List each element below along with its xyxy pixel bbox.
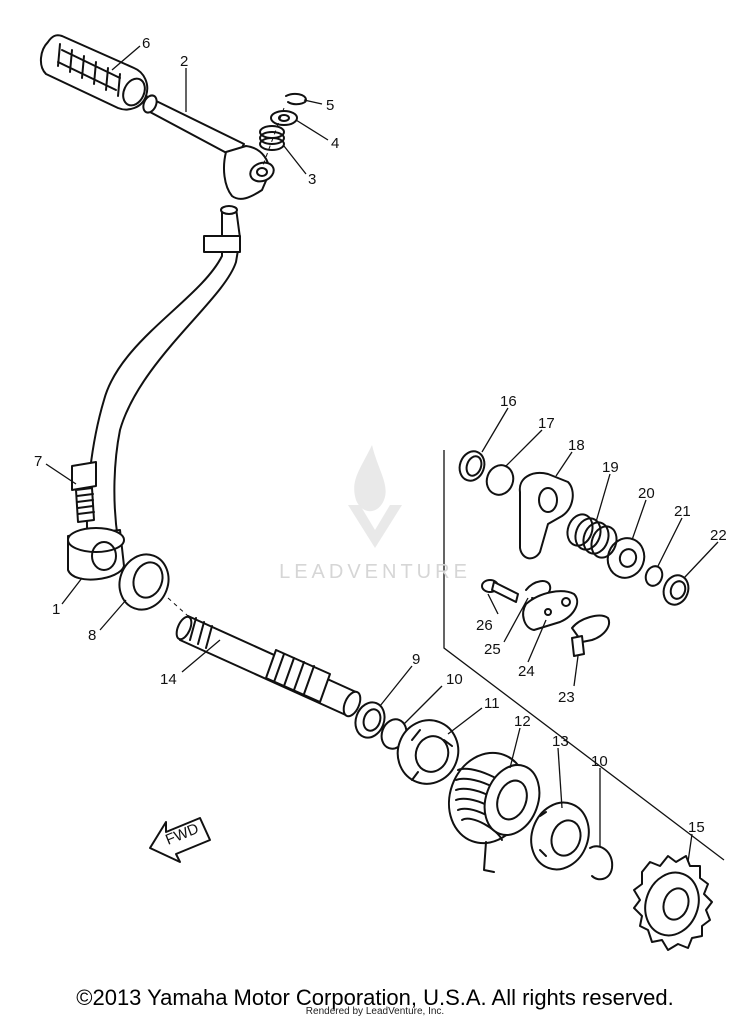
- callout-6: 6: [142, 35, 150, 52]
- watermark-brand: LEADVENTURE: [279, 561, 471, 583]
- callout-1: 1: [52, 601, 60, 618]
- part-spring-19: [566, 513, 618, 559]
- part-kick-shaft-14: [175, 615, 362, 718]
- callout-25: 25: [484, 641, 501, 658]
- parts-diagram: FWD 6 2 5 4 3 7 1 8 14 9 10 11 12 13 10: [34, 34, 727, 951]
- part-washer-4: [270, 110, 298, 126]
- callout-22: 22: [710, 527, 727, 544]
- fwd-arrow-icon: FWD: [149, 817, 211, 863]
- leadventure-flame-logo-icon: [348, 445, 402, 548]
- callout-11: 11: [484, 695, 500, 712]
- callout-16: 16: [500, 393, 517, 410]
- part-ball-spring-3: [259, 125, 285, 151]
- callout-18: 18: [568, 437, 585, 454]
- callout-4: 4: [331, 135, 339, 152]
- callout-2: 2: [180, 53, 188, 70]
- callout-20: 20: [638, 485, 655, 502]
- copyright-footer: ©2013 Yamaha Motor Corporation, U.S.A. A…: [76, 985, 674, 1010]
- part-stopper-23: [571, 614, 610, 657]
- part-circlip-5: [285, 92, 307, 106]
- part-washer-9: [354, 701, 386, 739]
- part-circlip-10-lower: [589, 845, 614, 881]
- callout-3: 3: [308, 171, 316, 188]
- part-circlip-17: [485, 464, 515, 496]
- callout-19: 19: [602, 459, 619, 476]
- part-circlip-21: [644, 565, 664, 587]
- callout-13: 13: [552, 733, 569, 750]
- part-torsion-spring-12: [447, 751, 541, 873]
- callout-5: 5: [326, 97, 334, 114]
- callout-21: 21: [674, 503, 691, 520]
- part-kick-gear-15: [633, 855, 713, 951]
- callout-15: 15: [688, 819, 705, 836]
- part-washer-22: [662, 574, 690, 606]
- callout-12: 12: [514, 713, 531, 730]
- part-oil-seal-8: [118, 553, 170, 611]
- callouts: 6 2 5 4 3 7 1 8 14 9 10 11 12 13 10 15 1: [34, 35, 727, 863]
- callout-24: 24: [518, 663, 535, 680]
- part-ratchet-wheel-13: [530, 801, 590, 871]
- callout-17: 17: [538, 415, 555, 432]
- callout-23: 23: [558, 689, 575, 706]
- part-bolt-26: [481, 579, 519, 603]
- rendered-by-note: Rendered by LeadVenture, Inc.: [305, 1006, 445, 1017]
- callout-14: 14: [160, 671, 177, 688]
- callout-9: 9: [412, 651, 420, 668]
- callout-10a: 10: [446, 671, 463, 688]
- callout-8: 8: [88, 627, 96, 644]
- part-washer-16: [458, 450, 486, 482]
- part-spring-guide-11: [396, 719, 460, 785]
- part-kick-arm: [67, 205, 241, 581]
- part-kick-clip-18: [518, 472, 574, 560]
- callout-10b: 10: [591, 753, 608, 770]
- part-grip: [40, 34, 149, 111]
- callout-7: 7: [34, 453, 42, 470]
- part-kick-crank: [142, 94, 275, 200]
- callout-26: 26: [476, 617, 493, 634]
- part-bolt-7: [71, 461, 97, 523]
- part-plate-24: [522, 590, 579, 631]
